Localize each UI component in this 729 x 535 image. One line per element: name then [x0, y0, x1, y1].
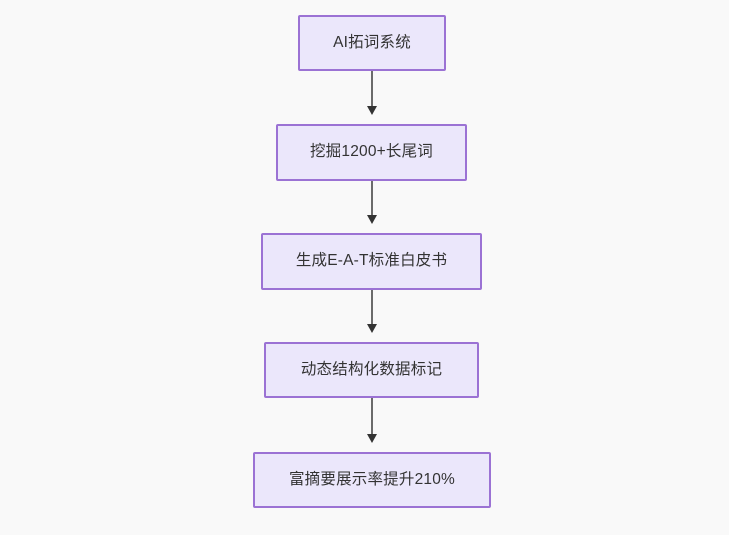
flow-node-label: 动态结构化数据标记: [300, 360, 443, 378]
arrow-head-icon: [367, 106, 377, 115]
flow-node-ai-keyword-system[interactable]: AI拓词系统: [298, 15, 446, 71]
edge-line: [371, 398, 373, 435]
edge-line: [371, 71, 373, 107]
edge-line: [371, 181, 373, 216]
arrow-head-icon: [367, 324, 377, 333]
flow-node-label: 富摘要展示率提升210%: [288, 470, 456, 488]
flow-node-label: 生成E-A-T标准白皮书: [295, 252, 448, 270]
flow-node-label: AI拓词系统: [333, 33, 411, 51]
flow-node-label: 挖掘1200+长尾词: [309, 143, 434, 161]
flow-node-eat-whitepaper[interactable]: 生成E-A-T标准白皮书: [261, 233, 482, 290]
flow-node-structured-data-markup[interactable]: 动态结构化数据标记: [264, 342, 479, 398]
edge-line: [371, 290, 373, 325]
flow-node-longtail-mining[interactable]: 挖掘1200+长尾词: [276, 124, 467, 181]
arrow-head-icon: [367, 215, 377, 224]
flow-node-rich-snippet-result[interactable]: 富摘要展示率提升210%: [253, 452, 491, 508]
arrow-head-icon: [367, 434, 377, 443]
